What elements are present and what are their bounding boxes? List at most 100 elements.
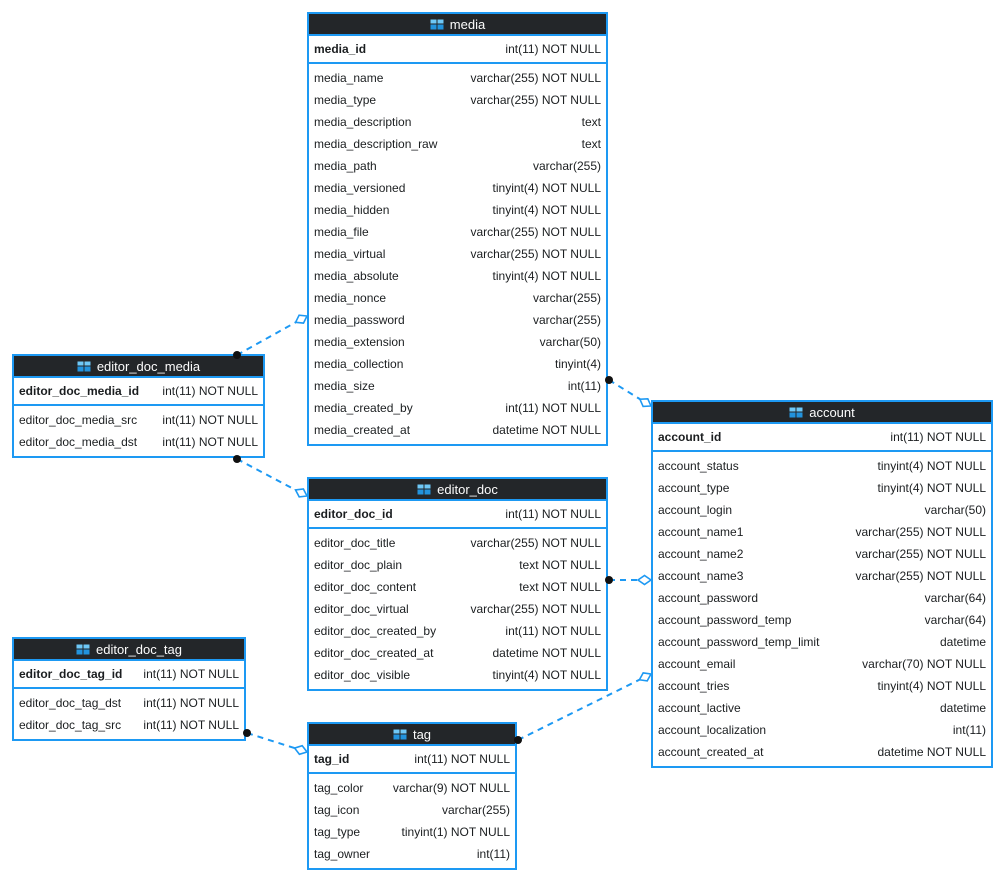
column-row[interactable]: account_id int(11) NOT NULL	[653, 426, 991, 448]
column-type: int(11) NOT NULL	[890, 430, 986, 444]
column-row[interactable]: media_description text	[309, 111, 606, 133]
column-row[interactable]: media_created_by int(11) NOT NULL	[309, 397, 606, 419]
column-name: account_localization	[658, 723, 767, 737]
column-row[interactable]: account_status tinyint(4) NOT NULL	[653, 455, 991, 477]
column-row[interactable]: account_login varchar(50)	[653, 499, 991, 521]
column-row[interactable]: tag_icon varchar(255)	[309, 799, 515, 821]
relationship-line	[246, 732, 295, 750]
column-type: varchar(255) NOT NULL	[855, 569, 987, 583]
table-header[interactable]: media	[309, 14, 606, 36]
column-row[interactable]: media_description_raw text	[309, 133, 606, 155]
relationship-editor_doc_tag-to-tag[interactable]	[243, 729, 309, 756]
columns-section: tag_color varchar(9) NOT NULL tag_icon v…	[309, 774, 515, 868]
column-name: editor_doc_virtual	[314, 602, 409, 616]
table-header[interactable]: editor_doc_tag	[14, 639, 244, 661]
column-row[interactable]: account_localization int(11)	[653, 719, 991, 741]
column-row[interactable]: editor_doc_virtual varchar(255) NOT NULL	[309, 598, 606, 620]
table-header[interactable]: account	[653, 402, 991, 424]
column-row[interactable]: media_extension varchar(50)	[309, 331, 606, 353]
table-account[interactable]: account account_id int(11) NOT NULL acco…	[651, 400, 993, 768]
relationship-media-to-account[interactable]	[605, 376, 653, 408]
column-row[interactable]: editor_doc_tag_src int(11) NOT NULL	[14, 714, 244, 736]
column-name: media_nonce	[314, 291, 387, 305]
table-icon	[77, 361, 91, 372]
column-name: editor_doc_visible	[314, 668, 411, 682]
column-row[interactable]: editor_doc_media_src int(11) NOT NULL	[14, 409, 263, 431]
relationship-editor_doc_media-to-editor_doc[interactable]	[233, 455, 309, 498]
columns-section: account_status tinyint(4) NOT NULL accou…	[653, 452, 991, 766]
column-name: media_virtual	[314, 247, 386, 261]
primary-key-section: tag_id int(11) NOT NULL	[309, 746, 515, 774]
column-row[interactable]: media_created_at datetime NOT NULL	[309, 419, 606, 441]
table-header[interactable]: editor_doc_media	[14, 356, 263, 378]
column-row[interactable]: account_created_at datetime NOT NULL	[653, 741, 991, 763]
column-row[interactable]: account_tries tinyint(4) NOT NULL	[653, 675, 991, 697]
column-row[interactable]: editor_doc_tag_dst int(11) NOT NULL	[14, 692, 244, 714]
column-type: varchar(64)	[924, 591, 986, 605]
relationship-editor_doc_media-to-media[interactable]	[233, 314, 309, 359]
column-name: media_created_by	[314, 401, 413, 415]
column-row[interactable]: editor_doc_plain text NOT NULL	[309, 554, 606, 576]
column-row[interactable]: account_password varchar(64)	[653, 587, 991, 609]
column-row[interactable]: media_type varchar(255) NOT NULL	[309, 89, 606, 111]
column-name: media_name	[314, 71, 384, 85]
column-row[interactable]: tag_id int(11) NOT NULL	[309, 748, 515, 770]
column-row[interactable]: editor_doc_created_at datetime NOT NULL	[309, 642, 606, 664]
column-type: varchar(70) NOT NULL	[862, 657, 986, 671]
column-row[interactable]: account_name1 varchar(255) NOT NULL	[653, 521, 991, 543]
table-header[interactable]: editor_doc	[309, 479, 606, 501]
table-icon	[393, 729, 407, 740]
column-row[interactable]: account_email varchar(70) NOT NULL	[653, 653, 991, 675]
column-row[interactable]: media_hidden tinyint(4) NOT NULL	[309, 199, 606, 221]
column-row[interactable]: media_password varchar(255)	[309, 309, 606, 331]
column-row[interactable]: account_lactive datetime	[653, 697, 991, 719]
column-row[interactable]: tag_type tinyint(1) NOT NULL	[309, 821, 515, 843]
column-row[interactable]: media_file varchar(255) NOT NULL	[309, 221, 606, 243]
table-title: editor_doc_tag	[95, 641, 182, 657]
column-row[interactable]: account_type tinyint(4) NOT NULL	[653, 477, 991, 499]
relationship-editor_doc-to-account[interactable]	[605, 574, 653, 586]
column-name: media_collection	[314, 357, 404, 371]
column-row[interactable]: editor_doc_tag_id int(11) NOT NULL	[14, 663, 244, 685]
column-row[interactable]: media_size int(11)	[309, 375, 606, 397]
column-row[interactable]: media_virtual varchar(255) NOT NULL	[309, 243, 606, 265]
relationship-diamond-endpoint	[293, 744, 309, 756]
column-type: text	[581, 137, 601, 151]
column-row[interactable]: account_name3 varchar(255) NOT NULL	[653, 565, 991, 587]
column-row[interactable]: media_versioned tinyint(4) NOT NULL	[309, 177, 606, 199]
column-row[interactable]: editor_doc_media_id int(11) NOT NULL	[14, 380, 263, 402]
table-header[interactable]: tag	[309, 724, 515, 746]
column-name: editor_doc_created_at	[314, 646, 434, 660]
column-type: int(11) NOT NULL	[143, 667, 239, 681]
column-row[interactable]: media_path varchar(255)	[309, 155, 606, 177]
column-row[interactable]: media_nonce varchar(255)	[309, 287, 606, 309]
column-row[interactable]: account_name2 varchar(255) NOT NULL	[653, 543, 991, 565]
column-row[interactable]: editor_doc_visible tinyint(4) NOT NULL	[309, 664, 606, 686]
table-media[interactable]: media media_id int(11) NOT NULL media_na…	[307, 12, 608, 446]
column-row[interactable]: media_id int(11) NOT NULL	[309, 38, 606, 60]
column-row[interactable]: media_name varchar(255) NOT NULL	[309, 67, 606, 89]
column-name: editor_doc_content	[314, 580, 417, 594]
column-type: varchar(64)	[924, 613, 986, 627]
primary-key-section: editor_doc_tag_id int(11) NOT NULL	[14, 661, 244, 689]
column-row[interactable]: tag_color varchar(9) NOT NULL	[309, 777, 515, 799]
column-row[interactable]: tag_owner int(11)	[309, 843, 515, 865]
table-editor_doc_media[interactable]: editor_doc_media editor_doc_media_id int…	[12, 354, 265, 458]
column-row[interactable]: editor_doc_content text NOT NULL	[309, 576, 606, 598]
column-row[interactable]: editor_doc_id int(11) NOT NULL	[309, 503, 606, 525]
column-row[interactable]: editor_doc_created_by int(11) NOT NULL	[309, 620, 606, 642]
column-row[interactable]: account_password_temp_limit datetime	[653, 631, 991, 653]
column-row[interactable]: media_absolute tinyint(4) NOT NULL	[309, 265, 606, 287]
column-row[interactable]: media_collection tinyint(4)	[309, 353, 606, 375]
column-name: media_password	[314, 313, 405, 327]
column-row[interactable]: editor_doc_title varchar(255) NOT NULL	[309, 532, 606, 554]
column-row[interactable]: editor_doc_media_dst int(11) NOT NULL	[14, 431, 263, 453]
table-title: editor_doc_media	[96, 358, 201, 374]
column-type: varchar(255) NOT NULL	[470, 536, 602, 550]
column-type: tinyint(4) NOT NULL	[877, 459, 986, 473]
table-editor_doc_tag[interactable]: editor_doc_tag editor_doc_tag_id int(11)…	[12, 637, 246, 741]
table-editor_doc[interactable]: editor_doc editor_doc_id int(11) NOT NUL…	[307, 477, 608, 691]
column-row[interactable]: account_password_temp varchar(64)	[653, 609, 991, 631]
table-tag[interactable]: tag tag_id int(11) NOT NULL tag_color va…	[307, 722, 517, 870]
